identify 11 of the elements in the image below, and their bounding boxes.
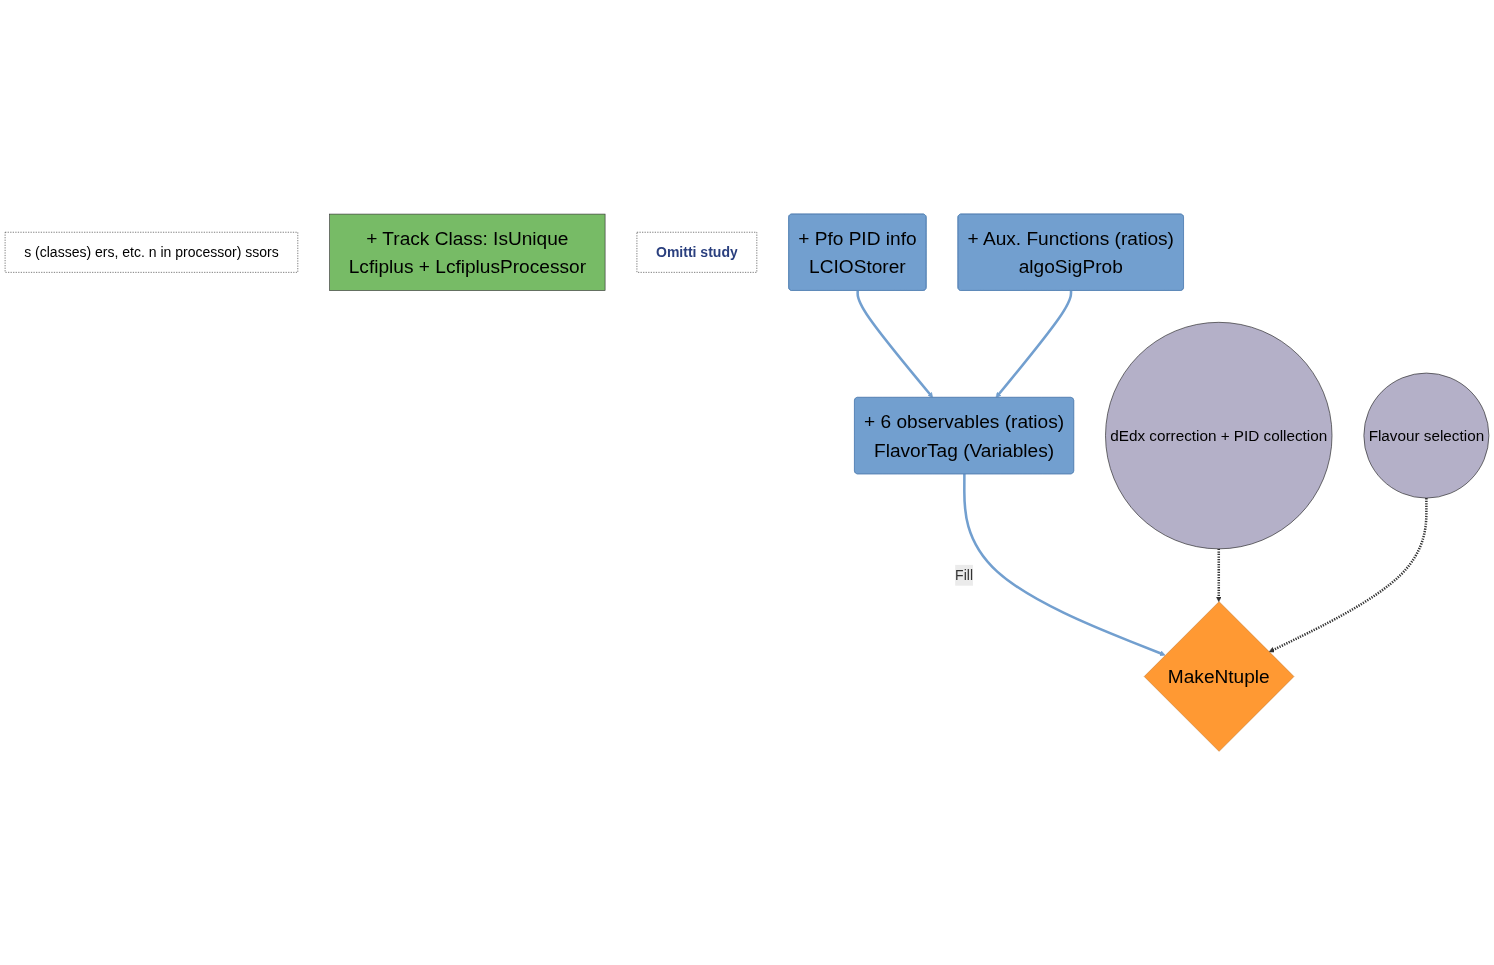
node-box: Omitti study <box>636 231 758 273</box>
arrow <box>995 290 1073 398</box>
node-box: s (classes) ers, etc. n in processor) ssors <box>4 231 299 273</box>
arrow <box>856 290 934 398</box>
node-circle: Flavour selection <box>1363 372 1490 499</box>
arrow <box>963 473 1166 656</box>
node-box: + Track Class: IsUnique Lcfiplus + LcfiplusProcessor <box>329 213 606 291</box>
node-diamond: MakeNtuple <box>1143 601 1295 752</box>
node-circle: dEdx correction + PID collection <box>1105 321 1333 549</box>
edge-label: Fill <box>955 567 974 584</box>
arrow <box>1215 548 1222 602</box>
